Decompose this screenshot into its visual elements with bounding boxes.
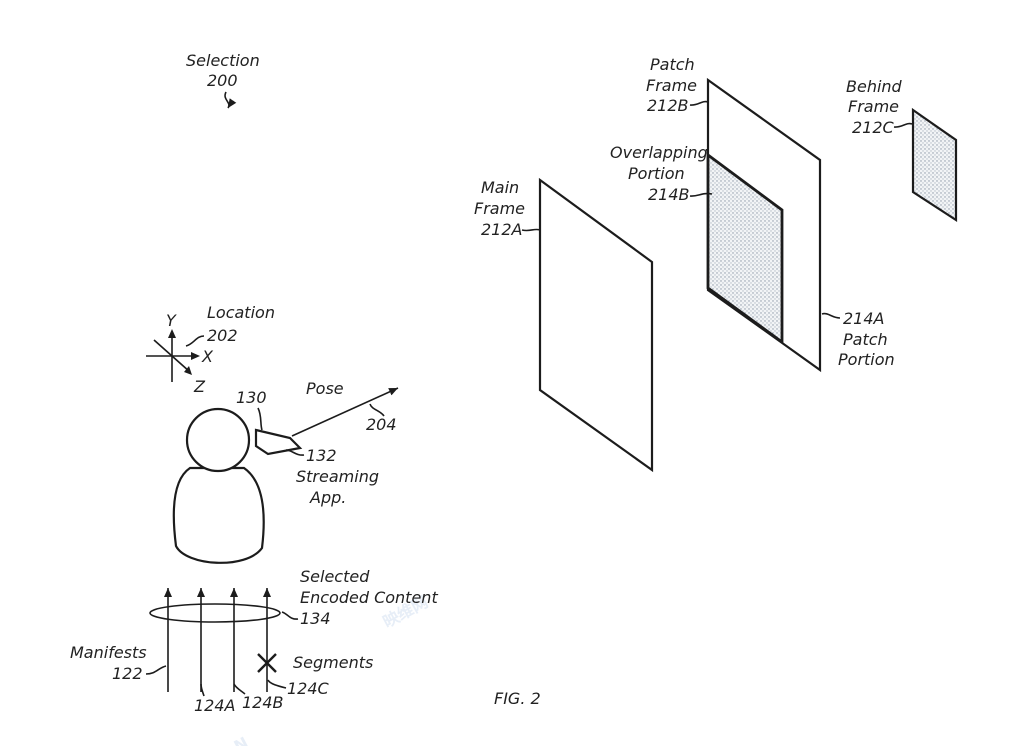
segment-x-mark-b bbox=[257, 653, 277, 673]
location-label: Location 202 bbox=[185, 303, 275, 347]
axes-icon: Y X Z bbox=[146, 311, 214, 396]
behind-frame-leader bbox=[893, 122, 913, 128]
manifests-number: 122 bbox=[112, 664, 143, 683]
pose-arrow bbox=[291, 387, 399, 437]
patch-portion-title: Patch bbox=[843, 330, 888, 349]
user-figure: 130 132 Streaming App. bbox=[172, 388, 379, 564]
manifest-arrows bbox=[149, 588, 281, 692]
device-leader bbox=[257, 407, 263, 431]
selected-content-label: Selected Encoded Content 134 bbox=[281, 567, 438, 628]
segments-title: Segments bbox=[293, 653, 373, 672]
location-number: 202 bbox=[207, 326, 238, 345]
z-axis-label: Z bbox=[193, 377, 206, 396]
segments-label: Segments 124A 124B 124C bbox=[194, 653, 373, 715]
streaming-app-title: Streaming bbox=[296, 467, 379, 486]
selection-arrow bbox=[224, 91, 237, 109]
selected-content-subtitle: Encoded Content bbox=[300, 588, 438, 607]
patch-frame: Patch Frame 212B bbox=[646, 55, 822, 373]
main-frame-panel bbox=[538, 177, 654, 473]
overlapping-portion-title: Overlapping bbox=[610, 143, 708, 162]
user-body bbox=[172, 466, 265, 564]
z-axis-line bbox=[153, 339, 191, 373]
segment-label-a: 124A bbox=[194, 696, 235, 715]
selection-label: Selection 200 bbox=[186, 51, 260, 109]
behind-frame-number: 212C bbox=[852, 118, 895, 137]
segment-leader-b bbox=[233, 683, 246, 695]
behind-frame-title: Behind bbox=[846, 77, 903, 96]
pose-vector: Pose 204 bbox=[291, 379, 399, 437]
location-title: Location bbox=[207, 303, 275, 322]
patch-portion-subtitle: Portion bbox=[838, 350, 895, 369]
device-number: 130 bbox=[236, 388, 267, 407]
overlapping-portion-region bbox=[706, 152, 784, 345]
behind-frame-panel bbox=[911, 107, 958, 223]
patch-frame-subtitle: Frame bbox=[646, 76, 697, 95]
overlapping-portion-subtitle: Portion bbox=[628, 164, 685, 183]
selection-number: 200 bbox=[207, 71, 238, 90]
manifests-leader bbox=[145, 665, 167, 675]
hmd-device bbox=[254, 428, 303, 456]
main-frame: Main Frame 212A bbox=[474, 177, 654, 473]
behind-frame-subtitle: Frame bbox=[848, 97, 899, 116]
streaming-app-number: 132 bbox=[306, 446, 337, 465]
patch-portion-label: 214A Patch Portion bbox=[821, 309, 895, 369]
figure-caption: FIG. 2 bbox=[494, 689, 541, 708]
main-frame-subtitle: Frame bbox=[474, 199, 525, 218]
main-frame-number: 212A bbox=[481, 220, 522, 239]
pose-number: 204 bbox=[366, 415, 397, 434]
overlapping-portion-label: Overlapping Portion 214B bbox=[610, 143, 713, 204]
selected-content-title: Selected bbox=[300, 567, 370, 586]
overlapping-portion-number: 214B bbox=[648, 185, 690, 204]
main-frame-title: Main bbox=[481, 178, 519, 197]
selection-title: Selection bbox=[186, 51, 260, 70]
patch-portion-leader bbox=[821, 312, 841, 319]
user-head bbox=[185, 407, 251, 473]
patch-portion-number: 214A bbox=[843, 309, 884, 328]
streaming-app-subtitle: App. bbox=[309, 488, 346, 507]
pose-label: Pose bbox=[306, 379, 344, 398]
watermark-latin: N bbox=[231, 733, 252, 746]
patch-frame-leader bbox=[689, 100, 709, 106]
location-leader bbox=[185, 335, 205, 347]
patch-frame-number: 212B bbox=[647, 96, 689, 115]
manifests-title: Manifests bbox=[70, 643, 147, 662]
segment-label-b: 124B bbox=[242, 693, 284, 712]
behind-frame: Behind Frame 212C bbox=[846, 77, 958, 223]
segment-label-c: 124C bbox=[287, 679, 330, 698]
segment-leader-a bbox=[200, 683, 205, 697]
selected-content-leader bbox=[281, 611, 299, 620]
main-frame-leader bbox=[521, 228, 541, 232]
pose-leader bbox=[369, 403, 385, 417]
patch-frame-title: Patch bbox=[650, 55, 695, 74]
selection-ellipse bbox=[149, 603, 281, 623]
selected-content-number: 134 bbox=[300, 609, 331, 628]
streaming-app-leader bbox=[285, 449, 305, 456]
x-axis-label: X bbox=[201, 347, 214, 366]
overlapping-portion-leader bbox=[689, 192, 713, 197]
segment-leader-c bbox=[267, 679, 287, 689]
y-axis-label: Y bbox=[166, 311, 177, 330]
manifests-label: Manifests 122 bbox=[70, 643, 167, 683]
